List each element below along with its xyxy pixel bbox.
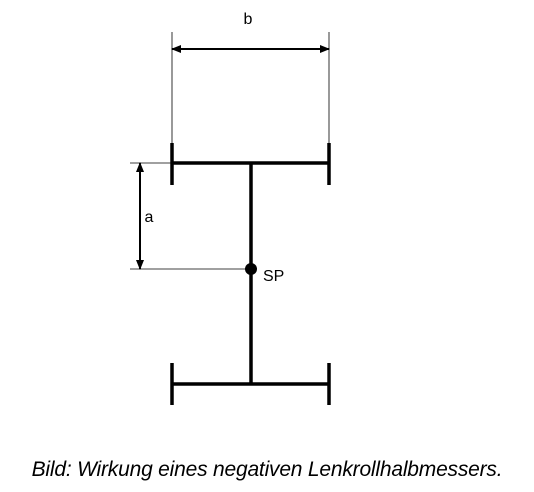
figure-caption: Bild: Wirkung eines negativen Lenkrollha… — [31, 458, 503, 481]
dimension-b-label: b — [244, 11, 253, 28]
dimension-a-label: a — [145, 209, 154, 226]
center-of-gravity-label: SP — [263, 268, 284, 285]
center-of-gravity-point — [245, 263, 257, 275]
